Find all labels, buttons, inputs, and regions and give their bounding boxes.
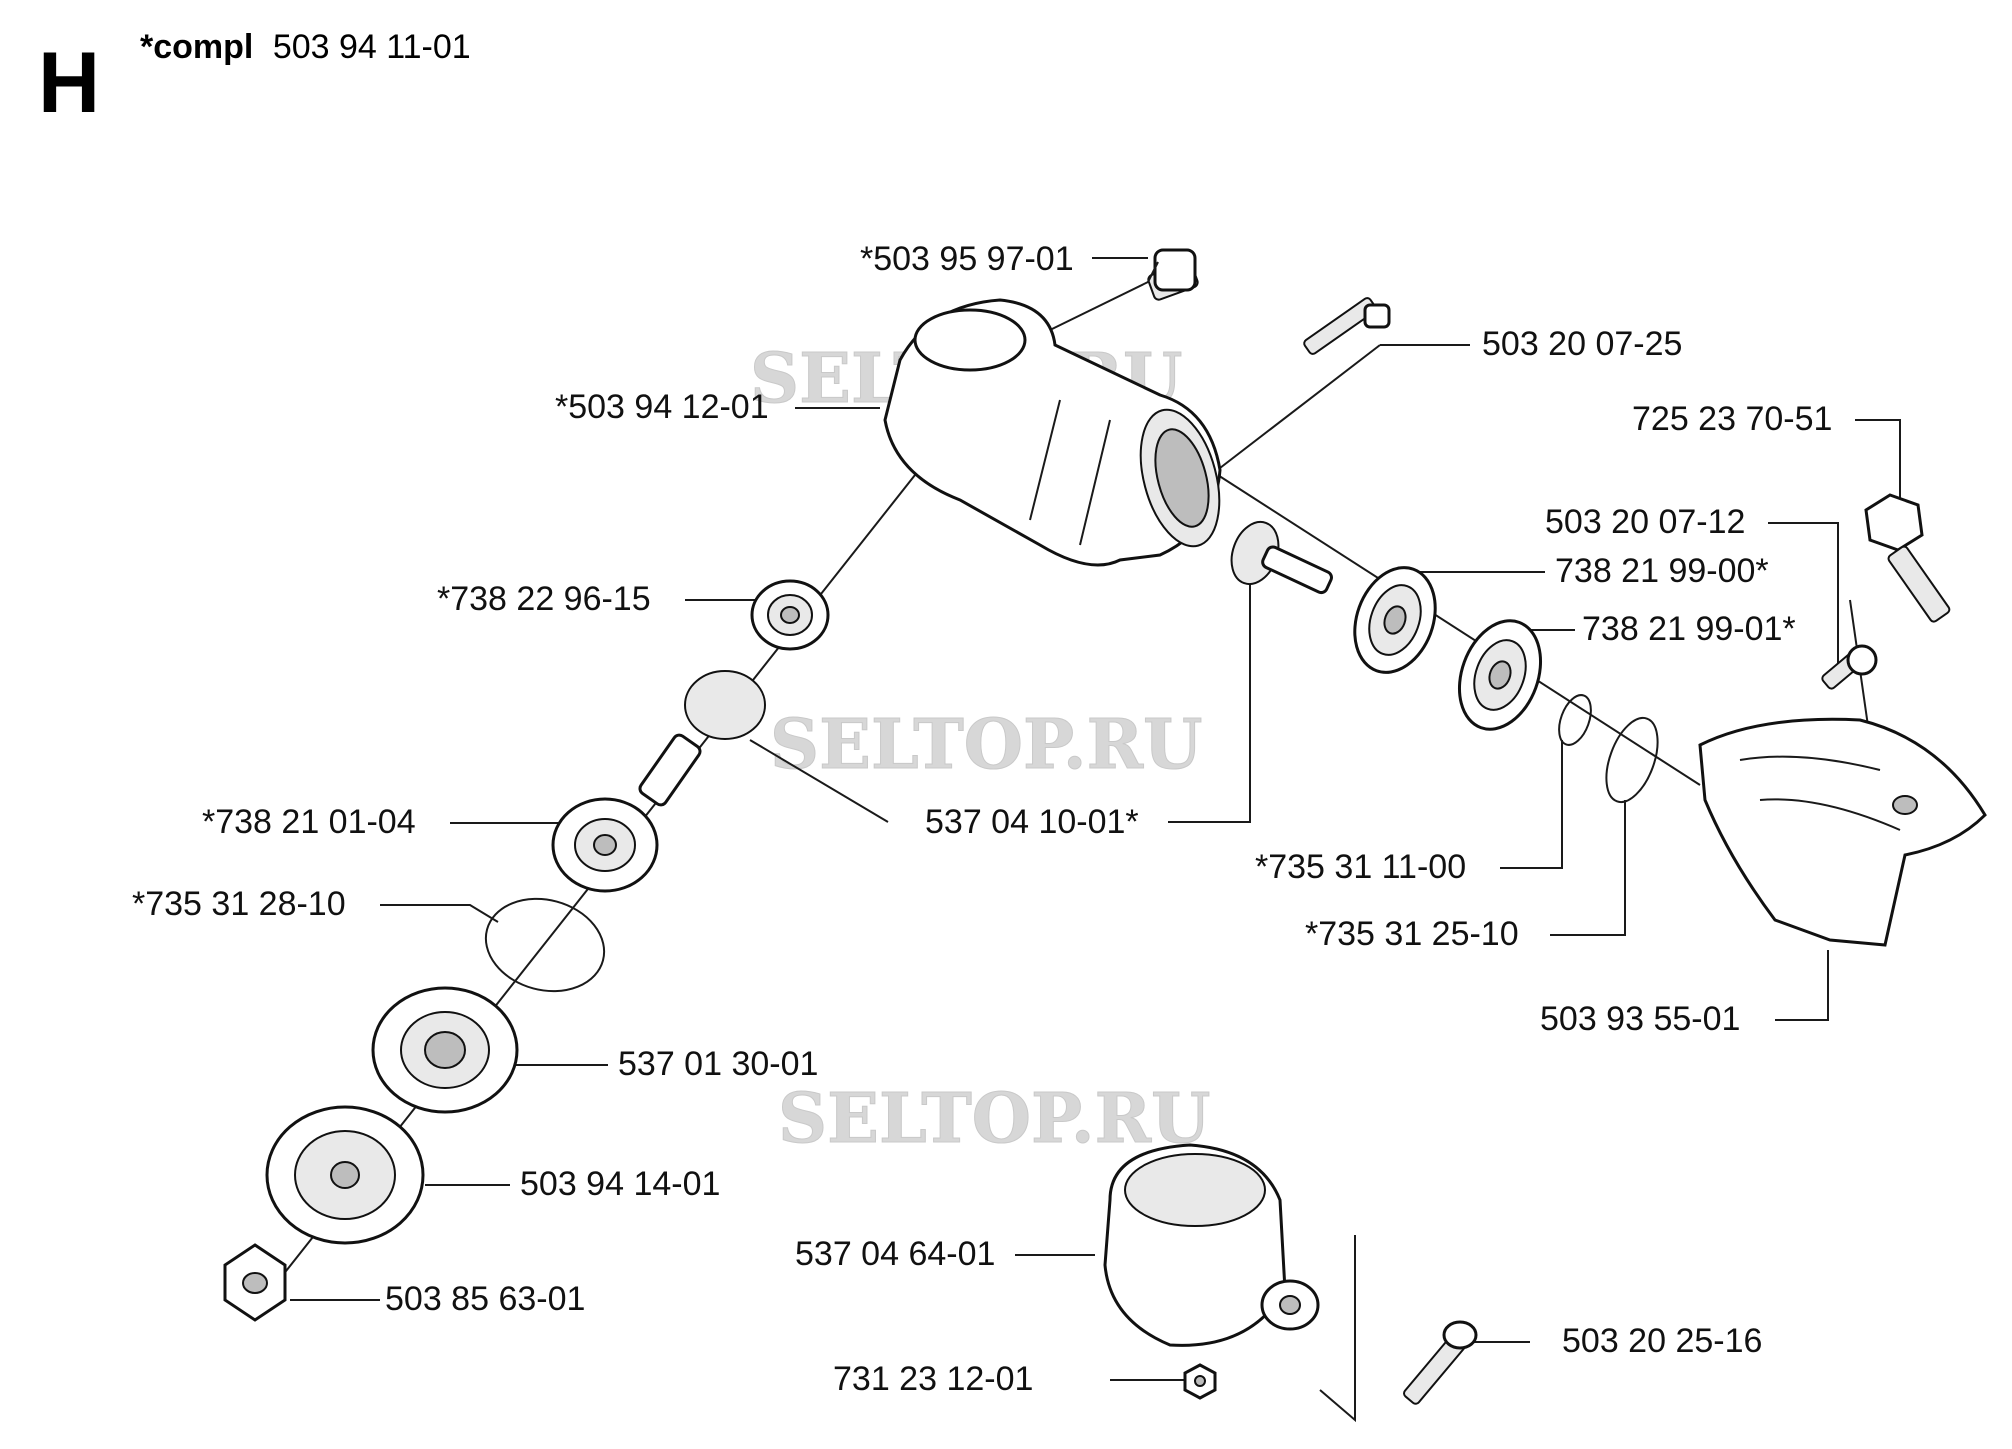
part-label: *503 94 12-01 (555, 388, 769, 426)
section-letter: H (38, 35, 100, 131)
part-label: 503 20 25-16 (1562, 1322, 1762, 1360)
part-label: *738 21 01-04 (202, 803, 416, 841)
part-label: 738 21 99-01* (1582, 610, 1796, 648)
part-label: *738 22 96-15 (437, 580, 651, 618)
watermark: SELTOP.RU (778, 1079, 1210, 1159)
part-label: *735 31 28-10 (132, 885, 346, 923)
part-label: 503 85 63-01 (385, 1280, 585, 1318)
part-label: 537 01 30-01 (618, 1045, 818, 1083)
part-labels: *503 95 97-01 503 20 07-25 *503 94 12-01… (132, 240, 1832, 1398)
part-label: 537 04 64-01 (795, 1235, 995, 1273)
circlip-735-31-11-00 (1558, 694, 1592, 746)
part-label: 503 93 55-01 (1540, 1000, 1740, 1038)
part-label: *735 31 11-00 (1255, 848, 1466, 886)
screw-503-20-07-25 (1303, 297, 1391, 355)
circlip-735-31-28-10 (484, 897, 606, 993)
screw-503-95-97-01 (1147, 248, 1199, 301)
part-label: 503 20 07-12 (1545, 503, 1745, 541)
pinion-537-04-10-01 (1230, 521, 1333, 595)
part-label: 503 94 14-01 (520, 1165, 720, 1203)
bolt-725-23-70-51 (1864, 493, 1951, 623)
bearing-738-22-96-15 (750, 579, 830, 651)
circlip-735-31-25-10 (1605, 716, 1659, 804)
part-label: *735 31 25-10 (1305, 915, 1519, 953)
bearing-738-21-01-04 (551, 797, 659, 893)
support-cup-503-94-14-01 (265, 1105, 425, 1245)
nut-731-23-12-01 (1183, 1363, 1217, 1400)
guard-503-93-55-01 (1698, 717, 1987, 947)
compl-heading: *compl 503 94 11-01 (140, 28, 471, 66)
compl-number: 503 94 11-01 (273, 28, 471, 66)
part-label: 725 23 70-51 (1632, 400, 1832, 438)
part-label: 731 23 12-01 (833, 1360, 1033, 1398)
bearing-738-21-99-00 (1353, 566, 1437, 674)
flange-537-01-30-01 (371, 986, 519, 1114)
part-label: 537 04 10-01* (925, 803, 1139, 841)
part-label: 738 21 99-00* (1555, 552, 1769, 590)
watermark: SELTOP.RU (770, 705, 1202, 785)
screw-503-20-25-16 (1403, 1320, 1478, 1405)
screw-503-20-07-12 (1821, 644, 1878, 690)
bearing-738-21-99-01 (1457, 619, 1543, 731)
compl-prefix: *compl (140, 28, 253, 66)
bevel-gear-537-04-10-01 (638, 670, 766, 807)
gear-housing-503-94-12-01 (883, 298, 1222, 567)
part-label: 503 20 07-25 (1482, 325, 1682, 363)
nut-503-85-63-01 (223, 1243, 287, 1322)
clamp-537-04-64-01 (1103, 1143, 1320, 1347)
part-label: *503 95 97-01 (860, 240, 1074, 278)
